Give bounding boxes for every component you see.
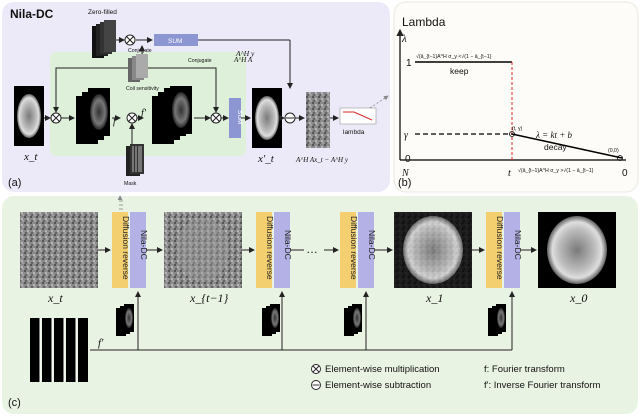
legend-mult-text: Element-wise multiplication bbox=[325, 364, 440, 375]
niladc-label-4: Nila-DC bbox=[513, 230, 523, 260]
niladc-block-4 bbox=[504, 212, 520, 288]
x-tick-t: t bbox=[508, 168, 511, 179]
sum-top-label: SUM bbox=[168, 38, 182, 45]
y-tick-0: 0 bbox=[405, 154, 411, 165]
chain-xt-label: x_t bbox=[47, 291, 63, 305]
point-origin bbox=[617, 155, 623, 161]
chain-xt-image bbox=[20, 212, 98, 288]
zero-filled-stack bbox=[92, 20, 116, 58]
x-tick-N: N bbox=[401, 168, 410, 179]
panel-b-tag: (b) bbox=[398, 177, 411, 189]
measurement-stack bbox=[30, 318, 88, 382]
point-origin-label: (0,0) bbox=[608, 148, 619, 154]
coil-sensitivity-label: Coil sensitivity bbox=[126, 86, 159, 92]
mask-label: Mask bbox=[124, 181, 137, 187]
legend-sub-text: Element-wise subtraction bbox=[325, 380, 431, 391]
chain-fprime-label: f' bbox=[98, 337, 104, 349]
coil-sensitivity-stack bbox=[128, 54, 148, 82]
keep-condition: √(ā_{t−1}A^H σ_y <√(1 − ā_{t−1} bbox=[416, 53, 492, 60]
legend-fourier-text: f: Fourier transform bbox=[484, 364, 565, 375]
panel-b-background bbox=[393, 1, 639, 193]
diffusion-block-2 bbox=[256, 212, 272, 288]
chain-dots: … bbox=[306, 242, 318, 256]
residual-image bbox=[306, 92, 330, 148]
diffusion-block-4 bbox=[486, 212, 502, 288]
residual-label: A^H Ax_t − A^H y bbox=[295, 156, 349, 164]
y-tick-1: 1 bbox=[406, 58, 412, 69]
decay-line bbox=[511, 133, 623, 159]
chain-x0-image bbox=[538, 212, 616, 288]
chain-x0-label: x_0 bbox=[569, 291, 587, 305]
coil-feed-stack-4 bbox=[488, 304, 506, 336]
chain-xt1-label: x_{t−1} bbox=[189, 291, 229, 305]
panel-a-xprime-label: x'_t bbox=[257, 153, 275, 165]
y-tick-gamma: γ bbox=[404, 130, 409, 141]
niladc-label-3: Nila-DC bbox=[367, 230, 377, 260]
sum-side-label: SUM bbox=[236, 110, 243, 124]
lambda-label: lambda bbox=[343, 129, 365, 136]
block-2: Diffusion reverse Nila-DC bbox=[256, 212, 293, 288]
f-label: f bbox=[113, 116, 117, 127]
x-tick-0: 0 bbox=[622, 168, 628, 179]
panel-a-title: Nila-DC bbox=[10, 7, 54, 21]
panel-a-tag: (a) bbox=[8, 177, 21, 189]
coil-feed-stack-3 bbox=[344, 304, 362, 336]
diffusion-block-1 bbox=[112, 212, 128, 288]
lambda-box bbox=[339, 107, 377, 125]
point-t-gamma-label: (t, γ) bbox=[512, 126, 523, 132]
diffusion-label-4: Diffusion reverse bbox=[495, 216, 505, 280]
panel-a-xt-label: x_t bbox=[23, 151, 38, 163]
decay-equation: λ = kt + b bbox=[535, 130, 573, 140]
sum-box-side bbox=[229, 98, 241, 138]
point-t-gamma bbox=[509, 131, 515, 137]
niladc-block-1 bbox=[130, 212, 146, 288]
coil-feed-stack-2 bbox=[262, 304, 280, 336]
chain-x1-image bbox=[394, 212, 472, 288]
panel-b-title: Lambda bbox=[402, 15, 446, 29]
conjugate-label-side: Conjugate bbox=[188, 58, 212, 64]
coil-image-stack-2 bbox=[152, 86, 192, 144]
decay-condition: √(ā_{t−1}A^H σ_y >√(1 − ā_{t−1} bbox=[518, 167, 594, 174]
conjugate-label-top: Conjugate bbox=[128, 48, 152, 54]
panel-a-xprime-image bbox=[252, 88, 282, 148]
panel-c-tag: (c) bbox=[8, 397, 21, 409]
block-1: Diffusion reverse Nila-DC bbox=[112, 212, 149, 288]
ahy-label: A^H y bbox=[235, 49, 255, 58]
niladc-label-2: Nila-DC bbox=[283, 230, 293, 260]
block-4: Diffusion reverse Nila-DC bbox=[486, 212, 523, 288]
chain-xt1-image bbox=[164, 212, 242, 288]
coil-feed-stack-1 bbox=[116, 304, 134, 336]
diffusion-label-3: Diffusion reverse bbox=[349, 216, 359, 280]
niladc-block-2 bbox=[274, 212, 290, 288]
aha-label: A^H A bbox=[233, 56, 253, 64]
niladc-block-3 bbox=[358, 212, 374, 288]
diffusion-label-2: Diffusion reverse bbox=[265, 216, 275, 280]
zero-filled-label: Zero-filled bbox=[88, 9, 117, 16]
panel-a-xt-image bbox=[14, 86, 44, 146]
diffusion-label-1: Diffusion reverse bbox=[121, 216, 131, 280]
fprime-label: f' bbox=[141, 108, 147, 119]
coil-image-stack-1 bbox=[76, 88, 110, 144]
block-3: Diffusion reverse Nila-DC bbox=[340, 212, 377, 288]
legend-inverse-text: f': Inverse Fourier transform bbox=[484, 380, 600, 391]
keep-label: keep bbox=[450, 66, 469, 76]
niladc-label-1: Nila-DC bbox=[139, 230, 149, 260]
sum-box-top bbox=[154, 34, 198, 46]
y-axis-symbol: λ bbox=[401, 33, 407, 45]
chain-x1-label: x_1 bbox=[425, 291, 443, 305]
legend: Element-wise multiplication Element-wise… bbox=[311, 364, 600, 391]
mask-stack bbox=[126, 144, 144, 176]
diffusion-block-3 bbox=[340, 212, 356, 288]
decay-label: decay bbox=[544, 142, 567, 152]
